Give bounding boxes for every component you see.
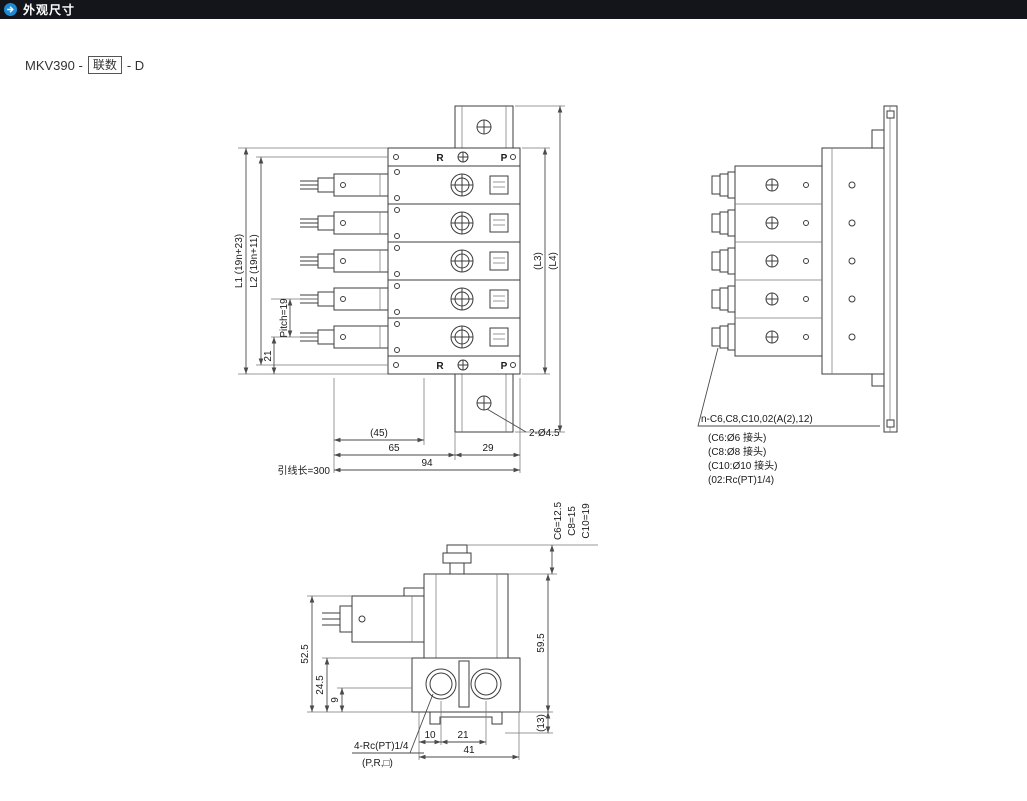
dim-l2: L2 (19n+11) bbox=[249, 234, 260, 287]
valve-station bbox=[299, 241, 521, 281]
dim-29: 29 bbox=[482, 443, 494, 454]
fitting-note-c8: (C8:Ø8 接头) bbox=[708, 445, 766, 458]
dim-45: (45) bbox=[370, 428, 388, 439]
dim-21: 21 bbox=[263, 350, 274, 362]
manifold-body-side bbox=[734, 147, 885, 375]
dim-l3: (L3) bbox=[533, 252, 544, 270]
front-view: R P R P L1 (19n+23) L2 (19n+11) P bbox=[234, 105, 565, 477]
section-title: 外观尺寸 bbox=[23, 3, 76, 17]
section-arrow-icon bbox=[4, 3, 17, 16]
fitting-note-c6: (C6:Ø6 接头) bbox=[708, 431, 766, 444]
dim-13: (13) bbox=[536, 714, 547, 732]
model-prefix: MKV390 - bbox=[25, 57, 83, 73]
valve-station bbox=[299, 203, 521, 243]
end-plate-bottom: R P bbox=[387, 355, 521, 375]
fitting-note-02: (02:Rc(PT)1/4) bbox=[708, 475, 774, 486]
dim-l1: L1 (19n+23) bbox=[234, 234, 245, 288]
solenoid-side bbox=[322, 595, 425, 643]
dim-41: 41 bbox=[463, 745, 475, 756]
model-designation: MKV390 - 联数 - D bbox=[25, 56, 144, 74]
valve-station bbox=[299, 165, 521, 205]
dim-l4: (L4) bbox=[548, 252, 559, 270]
rail-hole-top bbox=[476, 119, 492, 135]
model-suffix: - D bbox=[126, 57, 145, 73]
dim-21-bottom: 21 bbox=[457, 730, 469, 741]
section-header: 外观尺寸 bbox=[0, 0, 1027, 19]
valve-station bbox=[299, 279, 521, 319]
din-rail-profile bbox=[429, 712, 503, 725]
dim-52-5: 52.5 bbox=[300, 644, 311, 664]
dim-mount-hole: 2-Ø4.5 bbox=[529, 428, 560, 439]
dim-c10: C10=19 bbox=[581, 503, 592, 539]
top-fitting bbox=[442, 544, 472, 575]
valve-station bbox=[299, 317, 521, 357]
port-label-r-bottom: R bbox=[436, 361, 444, 372]
manifold-base-side bbox=[411, 657, 521, 725]
model-station-count-box: 联数 bbox=[87, 56, 122, 74]
end-plate-top: R P bbox=[387, 147, 521, 167]
note-ports-sub: (P,R,□) bbox=[362, 758, 393, 769]
port-label-p-top: P bbox=[501, 153, 508, 164]
dim-c8: C8=15 bbox=[567, 506, 578, 536]
dim-59-5: 59.5 bbox=[536, 633, 547, 653]
dim-pitch: Pitch=19 bbox=[279, 298, 290, 338]
port-label-r-top: R bbox=[436, 153, 444, 164]
rail-hole-bottom bbox=[476, 395, 492, 411]
dim-10: 10 bbox=[424, 730, 436, 741]
dim-9: 9 bbox=[330, 697, 341, 703]
port-label-p-bottom: P bbox=[501, 361, 508, 372]
dim-c6: C6=12.5 bbox=[553, 502, 564, 541]
fitting-note-c10: (C10:Ø10 接头) bbox=[708, 459, 777, 472]
dim-94: 94 bbox=[421, 458, 433, 469]
side-view: n-C6,C8,C10,02(A(2),12) (C6:Ø6 接头) (C8:Ø… bbox=[697, 105, 898, 486]
bottom-view: 52.5 24.5 9 59.5 (13) C6=12.5 C8=15 C10=… bbox=[300, 502, 598, 769]
note-ports: 4-Rc(PT)1/4 bbox=[354, 741, 409, 752]
fitting-note-title: n-C6,C8,C10,02(A(2),12) bbox=[701, 414, 813, 425]
dim-lead-wire: 引线长=300 bbox=[277, 464, 330, 477]
dim-65: 65 bbox=[388, 443, 400, 454]
dim-24-5: 24.5 bbox=[315, 675, 326, 695]
